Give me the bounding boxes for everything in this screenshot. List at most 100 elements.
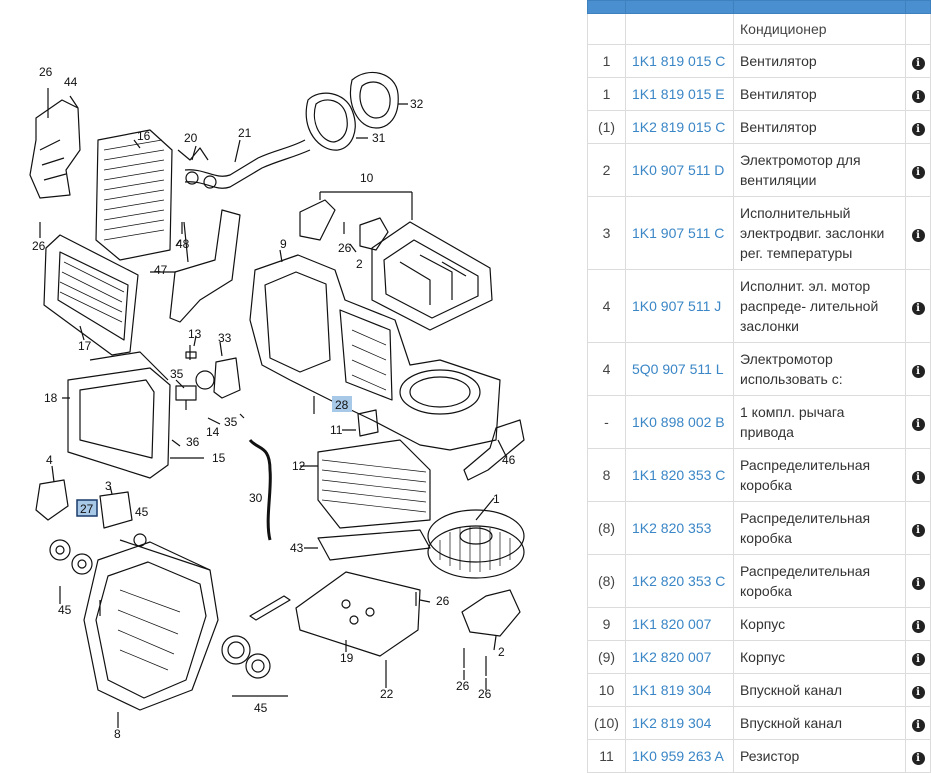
- info-button[interactable]: i: [905, 342, 931, 396]
- part-number-link[interactable]: 1K0 898 002 B: [625, 395, 734, 449]
- info-circle-icon[interactable]: i: [911, 365, 925, 378]
- info-circle-icon[interactable]: i: [911, 229, 925, 242]
- callout-14: 14: [206, 425, 220, 439]
- part-number-link[interactable]: 1K0 907 511 D: [625, 143, 734, 197]
- callout-1: 1: [493, 492, 500, 506]
- callout-26: 26: [436, 594, 450, 608]
- info-button[interactable]: i: [905, 706, 931, 740]
- part-name: Исполнительный электродвиг. заслонки рег…: [733, 196, 906, 270]
- row-position: 8: [587, 448, 626, 502]
- callout-46: 46: [502, 453, 516, 467]
- info-button[interactable]: i: [905, 607, 931, 641]
- callout-47: 47: [154, 263, 168, 277]
- part-number-link[interactable]: 1K2 820 353 C: [625, 554, 734, 608]
- info-circle-icon[interactable]: i: [911, 166, 925, 179]
- row-position: (9): [587, 640, 626, 674]
- row-position: 1: [587, 77, 626, 111]
- callout-9: 9: [280, 237, 287, 251]
- info-button[interactable]: i: [905, 269, 931, 343]
- part-name: Вентилятор: [733, 77, 906, 111]
- callout-3: 3: [105, 479, 112, 493]
- info-circle-icon[interactable]: i: [911, 752, 925, 765]
- info-button[interactable]: i: [905, 395, 931, 449]
- info-circle-icon[interactable]: i: [911, 90, 925, 103]
- part-number-link[interactable]: 1K2 819 015 C: [625, 110, 734, 144]
- info-button[interactable]: i: [905, 640, 931, 674]
- part-name: Распределительная коробка: [733, 501, 906, 555]
- part-number-link[interactable]: 1K2 820 353: [625, 501, 734, 555]
- info-button[interactable]: i: [905, 554, 931, 608]
- info-button[interactable]: i: [905, 501, 931, 555]
- part-name: Впускной канал: [733, 706, 906, 740]
- info-button[interactable]: i: [905, 739, 931, 773]
- part-number-link[interactable]: 1K1 820 007: [625, 607, 734, 641]
- info-button[interactable]: i: [905, 448, 931, 502]
- row-position: (1): [587, 110, 626, 144]
- info-circle-icon[interactable]: i: [911, 123, 925, 136]
- info-circle-icon[interactable]: i: [911, 418, 925, 431]
- callout-8: 8: [114, 727, 121, 741]
- highlight-box-27[interactable]: [76, 499, 98, 517]
- callout-13: 13: [188, 327, 202, 341]
- callout-4: 4: [46, 453, 53, 467]
- part-name: Корпус: [733, 607, 906, 641]
- part-number-link[interactable]: 1K0 959 263 A: [625, 739, 734, 773]
- part-number-link[interactable]: 5Q0 907 511 L: [625, 342, 734, 396]
- info-button[interactable]: i: [905, 673, 931, 707]
- callout-26: 26: [39, 65, 53, 79]
- cabin-filter-12: [317, 439, 431, 529]
- info-button[interactable]: i: [905, 143, 931, 197]
- part-number-link[interactable]: 1K2 820 007: [625, 640, 734, 674]
- callout-48: 48: [176, 237, 190, 251]
- highlight-box-28[interactable]: [332, 396, 352, 412]
- info-circle-icon[interactable]: i: [911, 302, 925, 315]
- info-circle-icon[interactable]: i: [911, 653, 925, 666]
- part-number-link[interactable]: 1K1 819 304: [625, 673, 734, 707]
- part-number-link[interactable]: 1K1 819 015 E: [625, 77, 734, 111]
- info-button[interactable]: i: [905, 77, 931, 111]
- callout-17: 17: [78, 339, 92, 353]
- callout-43: 43: [290, 541, 304, 555]
- callout-35: 35: [224, 415, 238, 429]
- callout-45: 45: [254, 701, 268, 715]
- callout-31: 31: [372, 131, 386, 145]
- info-button[interactable]: i: [905, 44, 931, 78]
- callout-44: 44: [64, 75, 78, 89]
- heater-core-16: [95, 129, 173, 261]
- part-number-link[interactable]: 1K1 820 353 C: [625, 448, 734, 502]
- callout-35: 35: [170, 367, 184, 381]
- evaporator-17: [43, 234, 139, 356]
- part-number-link[interactable]: 1K1 819 015 C: [625, 44, 734, 78]
- callout-28-highlighted[interactable]: 28: [335, 398, 349, 412]
- info-circle-icon[interactable]: i: [911, 577, 925, 590]
- part-name: Электромотор использовать с:: [733, 342, 906, 396]
- part-name: Исполнит. эл. мотор распреде- лительной …: [733, 269, 906, 343]
- callout-45: 45: [58, 603, 72, 617]
- part-name: Вентилятор: [733, 44, 906, 78]
- callout-27-highlighted[interactable]: 27: [80, 502, 94, 516]
- info-circle-icon[interactable]: i: [911, 620, 925, 633]
- info-circle-icon[interactable]: i: [911, 57, 925, 70]
- info-circle-icon[interactable]: i: [911, 471, 925, 484]
- part-number-link[interactable]: 1K1 907 511 C: [625, 196, 734, 270]
- info-circle-icon[interactable]: i: [911, 524, 925, 537]
- filter-frame-18: [67, 367, 171, 479]
- intake-duct-10: [371, 221, 493, 331]
- info-circle-icon[interactable]: i: [911, 686, 925, 699]
- row-position: (10): [587, 706, 626, 740]
- info-button[interactable]: i: [905, 110, 931, 144]
- info-circle-icon[interactable]: i: [911, 719, 925, 732]
- row-position: 9: [587, 607, 626, 641]
- part-number-link[interactable]: 1K0 907 511 J: [625, 269, 734, 343]
- info-button[interactable]: i: [905, 196, 931, 270]
- part-number-link[interactable]: 1K2 819 304: [625, 706, 734, 740]
- part-name: Впускной канал: [733, 673, 906, 707]
